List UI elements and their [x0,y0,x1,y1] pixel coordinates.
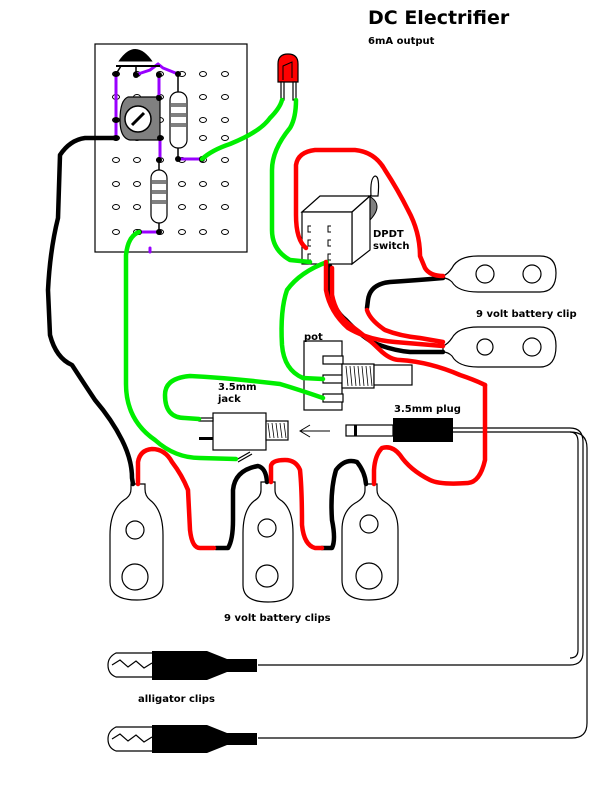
breadboard-hole [221,204,229,210]
breadboard-hole [112,181,120,187]
breadboard-hole [112,204,120,210]
audio-plug [258,418,588,739]
dpdt-label-1: DPDT [373,229,404,240]
battery-clips-label: 9 volt battery clips [224,613,331,624]
breadboard-hole [178,204,186,210]
jack-label-2: jack [217,394,241,405]
breadboard-hole [133,157,141,163]
battery-clip-3 [341,483,399,601]
trimmer-pot [119,96,161,141]
breadboard-hole [199,135,207,141]
potentiometer [303,340,413,411]
battery-clip-label: 9 volt battery clip [476,309,577,320]
insert-arrow-icon [299,424,330,438]
diagram-title: DC Electrifier [368,7,510,29]
resistor-2 [150,160,168,232]
dpdt-switch [300,175,380,266]
breadboard-hole [199,117,207,123]
alligator-clip-1 [107,651,257,680]
breadboard-hole [112,157,120,163]
breadboard-hole [112,229,120,235]
battery-clip-bottom [442,326,557,368]
jack-label-1: 3.5mm [218,382,257,393]
breadboard-hole [221,229,229,235]
breadboard-hole [221,135,229,141]
breadboard-hole [199,71,207,77]
dpdt-label-2: switch [373,241,409,252]
breadboard-hole [221,181,229,187]
alligator-clip-2 [107,725,257,753]
breadboard-hole [178,181,186,187]
contact-dots [113,71,205,235]
wires-green [123,97,330,462]
battery-clip-1 [109,483,164,601]
diagram-subtitle: 6mA output [368,36,435,47]
breadboard-hole [199,94,207,100]
wires-red [135,147,488,551]
breadboard-hole [178,229,186,235]
transistor [115,49,160,75]
breadboard-hole [199,181,207,187]
breadboard-hole [221,71,229,77]
battery-clip-top [442,255,557,293]
breadboard-hole [221,94,229,100]
breadboard-hole [221,117,229,123]
breadboard-hole [133,181,141,187]
breadboard-hole [221,157,229,163]
audio-jack [198,412,289,463]
plug-label: 3.5mm plug [394,404,461,415]
breadboard-hole [133,204,141,210]
resistor-1 [169,74,188,159]
breadboard-hole [199,204,207,210]
alligator-label: alligator clips [138,694,215,705]
pot-label: pot [304,332,323,343]
led [277,53,299,101]
battery-clip-2 [242,481,294,603]
breadboard-hole [199,229,207,235]
